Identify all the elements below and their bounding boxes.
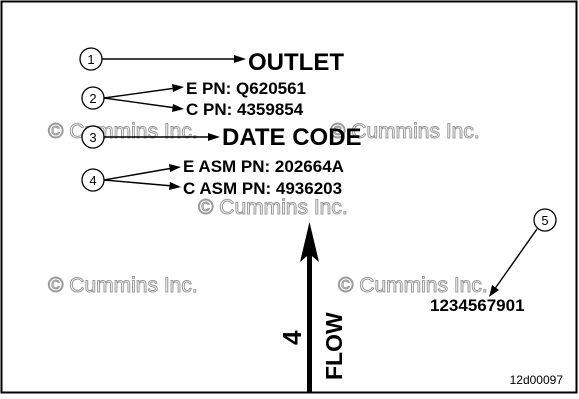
watermark: © Cummins Inc. [198, 196, 348, 219]
callout-1: 1 [79, 47, 103, 71]
leader-c-pn [103, 97, 177, 109]
arrowhead [169, 164, 181, 172]
svg-text:1: 1 [87, 52, 94, 67]
flow-arrow-shaft [307, 252, 312, 393]
arrowhead [169, 182, 181, 190]
leader-c-asm-pn [103, 179, 174, 187]
watermark: © Cummins Inc. [330, 120, 480, 143]
outlet-label: OUTLET [248, 49, 344, 76]
watermark: © Cummins Inc. [338, 274, 488, 297]
callout-5: 5 [533, 208, 557, 232]
callout-2: 2 [81, 86, 105, 110]
figure-id: 12d00097 [510, 373, 564, 387]
leader-lines [102, 55, 538, 297]
watermark: © Cummins Inc. [48, 120, 198, 143]
arrowhead [208, 133, 220, 141]
e-asm-pn-label: E ASM PN: 202664A [183, 157, 344, 176]
arrowhead [172, 104, 184, 112]
date-code-label: DATE CODE [222, 124, 362, 151]
svg-text:2: 2 [89, 91, 96, 106]
serial-number-label: 1234567901 [430, 296, 525, 315]
arrowhead [172, 84, 184, 92]
svg-text:3: 3 [89, 130, 96, 145]
flow-arrow [300, 222, 319, 393]
callout-3: 3 [81, 125, 105, 149]
c-asm-pn-label: C ASM PN: 4936203 [183, 179, 342, 198]
watermark: © Cummins Inc. [48, 274, 198, 297]
c-pn-label: C PN: 4359854 [186, 100, 304, 119]
leader-serial [493, 228, 538, 291]
svg-text:4: 4 [89, 173, 96, 188]
flow-arrow-head [300, 222, 319, 262]
flow-number: 4 [277, 330, 307, 345]
flow-label: FLOW [321, 312, 347, 380]
leader-e-asm-pn [103, 167, 174, 181]
e-pn-label: E PN: Q620561 [186, 79, 306, 98]
arrowhead [489, 285, 499, 297]
leader-e-pn [103, 87, 177, 99]
svg-text:5: 5 [541, 213, 548, 228]
callout-4: 4 [81, 168, 105, 192]
arrowhead [234, 55, 246, 63]
